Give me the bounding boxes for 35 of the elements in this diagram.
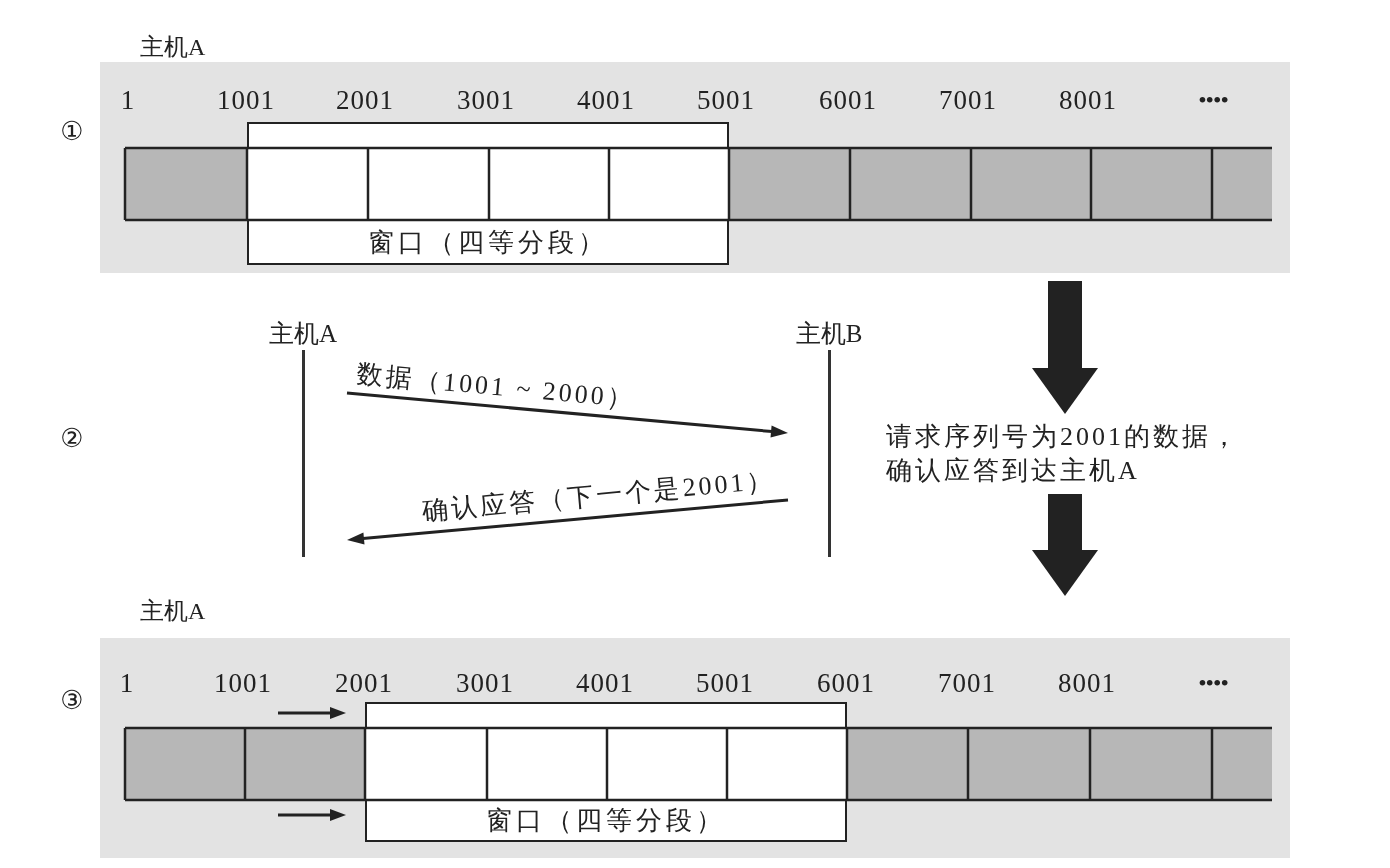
note-text: 请求序列号为2001的数据，确认应答到达主机A (886, 420, 1256, 488)
sequence-number: 1001 (214, 668, 272, 698)
sequence-number: 8001 (1059, 85, 1117, 115)
sequence-number: 3001 (456, 668, 514, 698)
host-label: 主机B (795, 320, 863, 348)
sequence-number: 7001 (939, 85, 997, 115)
host-label: 主机A (268, 320, 338, 348)
block-arrow (1032, 281, 1098, 414)
step-number: ① (60, 116, 84, 146)
panel-heading: 主机A (140, 597, 206, 626)
sequence-number: 4001 (577, 85, 635, 115)
sequence-number: 8001 (1058, 668, 1116, 698)
shaded-panel (100, 596, 1290, 858)
step-number: ③ (60, 685, 84, 715)
ellipsis: •••• (1198, 86, 1228, 115)
window-label: 窗口（四等分段） (368, 227, 608, 258)
sequence-number: 2001 (335, 668, 393, 698)
block-arrow (1032, 494, 1098, 596)
sequence-number: 7001 (938, 668, 996, 698)
sequence-number: 6001 (817, 668, 875, 698)
ellipsis: •••• (1198, 669, 1228, 698)
sequence-number: 6001 (819, 85, 877, 115)
sequence-number: 5001 (696, 668, 754, 698)
sequence-number: 1 (120, 85, 136, 115)
sequence-number: 1001 (217, 85, 275, 115)
sequence-number: 2001 (336, 85, 394, 115)
sequence-number: 1 (119, 668, 135, 698)
sequence-number: 3001 (457, 85, 515, 115)
sequence-number: 4001 (576, 668, 634, 698)
window-label: 窗口（四等分段） (486, 806, 726, 836)
sequence-number: 5001 (697, 85, 755, 115)
arrow (346, 391, 788, 438)
arrow (347, 498, 789, 545)
panel-heading: 主机A (140, 33, 206, 62)
step-number: ② (60, 423, 84, 453)
